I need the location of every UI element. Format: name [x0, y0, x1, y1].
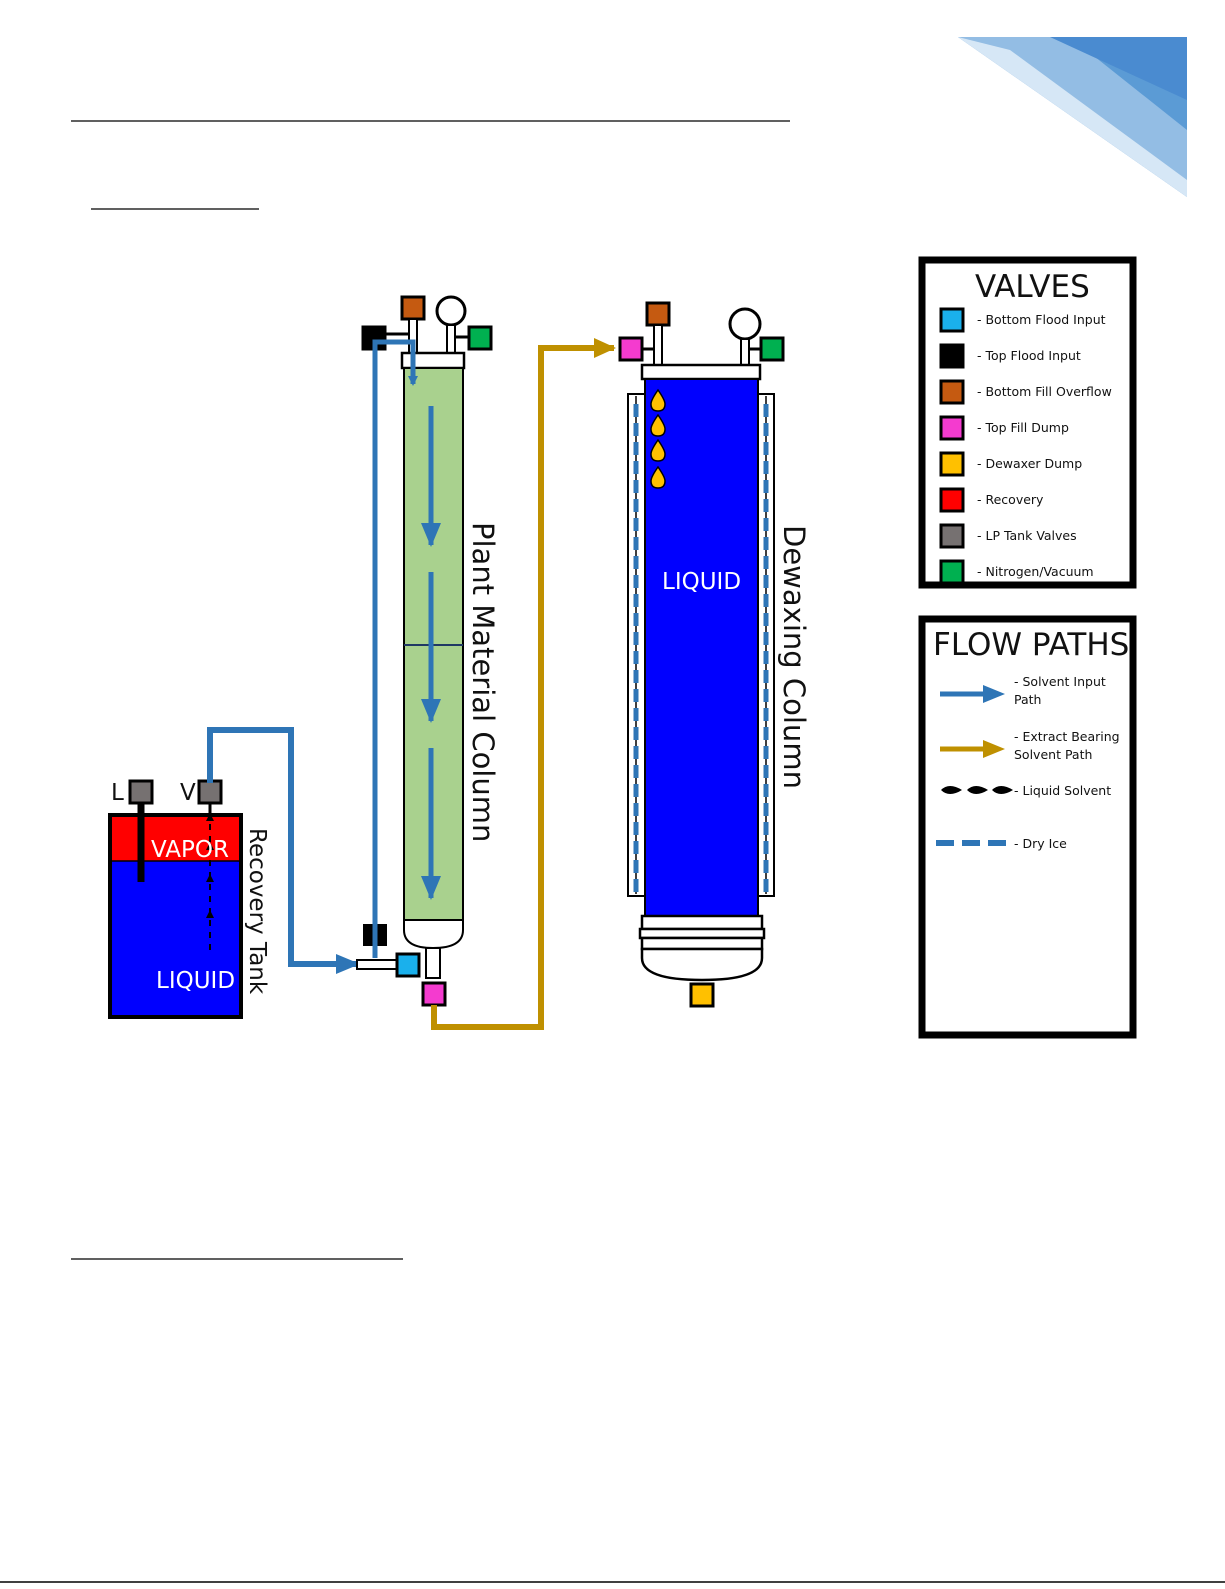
dewaxer-nitrogen-valve[interactable] [759, 336, 785, 362]
valve-legend-label: - Nitrogen/Vacuum [977, 564, 1094, 579]
valve-legend-swatch [939, 559, 965, 585]
tank-liquid-valve-label: L [111, 780, 124, 806]
top-fill-dump-valve[interactable] [421, 981, 447, 1007]
valves-legend-title: VALVES [975, 269, 1090, 305]
valve-legend-swatch [939, 307, 965, 333]
valve-legend-swatch [939, 523, 965, 549]
recovery-tank: L V VAPOR LIQUID Recovery Tank [108, 779, 270, 1019]
valves-legend: VALVES - Bottom Flood Input - Top Flood I… [918, 256, 1137, 589]
vapor-valve[interactable] [197, 779, 223, 805]
flow-legend-label-line2: Path [1014, 692, 1041, 707]
top-flood-bypass-line [372, 339, 418, 958]
flow-legend-label: - Extract Bearing [1014, 729, 1120, 744]
dewaxer-liquid-label: LIQUID [662, 569, 741, 595]
valve-legend-swatch [939, 379, 965, 405]
flow-legend-symbol-gold-arrow [940, 740, 1005, 758]
dewaxing-column: LIQUID Dewaxing Column [618, 301, 811, 1008]
pressure-gauge [435, 295, 467, 327]
dewaxer-overflow-valve[interactable] [645, 301, 671, 327]
valve-legend-label: - Recovery [977, 492, 1044, 507]
valve-legend-swatch [939, 415, 965, 441]
flow-legend-label: - Solvent Input [1014, 674, 1106, 689]
flow-legend-title: FLOW PATHS [933, 627, 1129, 663]
liquid-valve[interactable] [128, 779, 154, 805]
tank-vapor-zone [112, 817, 239, 861]
nitrogen-vacuum-valve[interactable] [467, 325, 493, 351]
tank-liquid-label: LIQUID [156, 968, 235, 994]
flow-legend-label-line2: Solvent Path [1014, 747, 1092, 762]
valve-legend-label: - Bottom Fill Overflow [977, 384, 1112, 399]
bottom-flood-input-valve[interactable] [395, 952, 421, 978]
recovery-tank-label: Recovery Tank [244, 828, 270, 995]
bottom-fill-overflow-valve[interactable] [400, 295, 426, 321]
plant-material-column: Plant Material Column [356, 295, 500, 1007]
plant-material-column-label: Plant Material Column [466, 522, 500, 842]
tank-vapor-label: VAPOR [151, 837, 229, 863]
valve-legend-label: - LP Tank Valves [977, 528, 1077, 543]
valve-legend-label: - Dewaxer Dump [977, 456, 1082, 471]
dewaxer-pressure-gauge [728, 307, 762, 341]
flow-legend-label: - Liquid Solvent [1014, 783, 1111, 798]
dewaxing-column-label: Dewaxing Column [777, 525, 811, 789]
valve-legend-label: - Top Flood Input [977, 348, 1081, 363]
flow-legend-symbol-drops [941, 786, 1013, 794]
flow-legend-label: - Dry Ice [1014, 836, 1067, 851]
valve-legend-swatch [939, 487, 965, 513]
valve-legend-swatch [939, 343, 965, 369]
flow-legend-symbol-blue-arrow [940, 685, 1005, 703]
solvent-input-path [207, 727, 360, 974]
corner-accent-graphic [958, 37, 1187, 197]
valve-legend-label: - Bottom Flood Input [977, 312, 1106, 327]
valve-legend-label: - Top Fill Dump [977, 420, 1069, 435]
liquid-solvent-drops [650, 388, 666, 489]
tank-vapor-valve-label: V [180, 780, 196, 806]
dewaxer-dump-valve[interactable] [689, 982, 715, 1008]
extract-solvent-path [431, 338, 616, 1030]
dewaxer-top-fill-dump-valve[interactable] [618, 336, 644, 362]
valve-legend-swatch [939, 451, 965, 477]
